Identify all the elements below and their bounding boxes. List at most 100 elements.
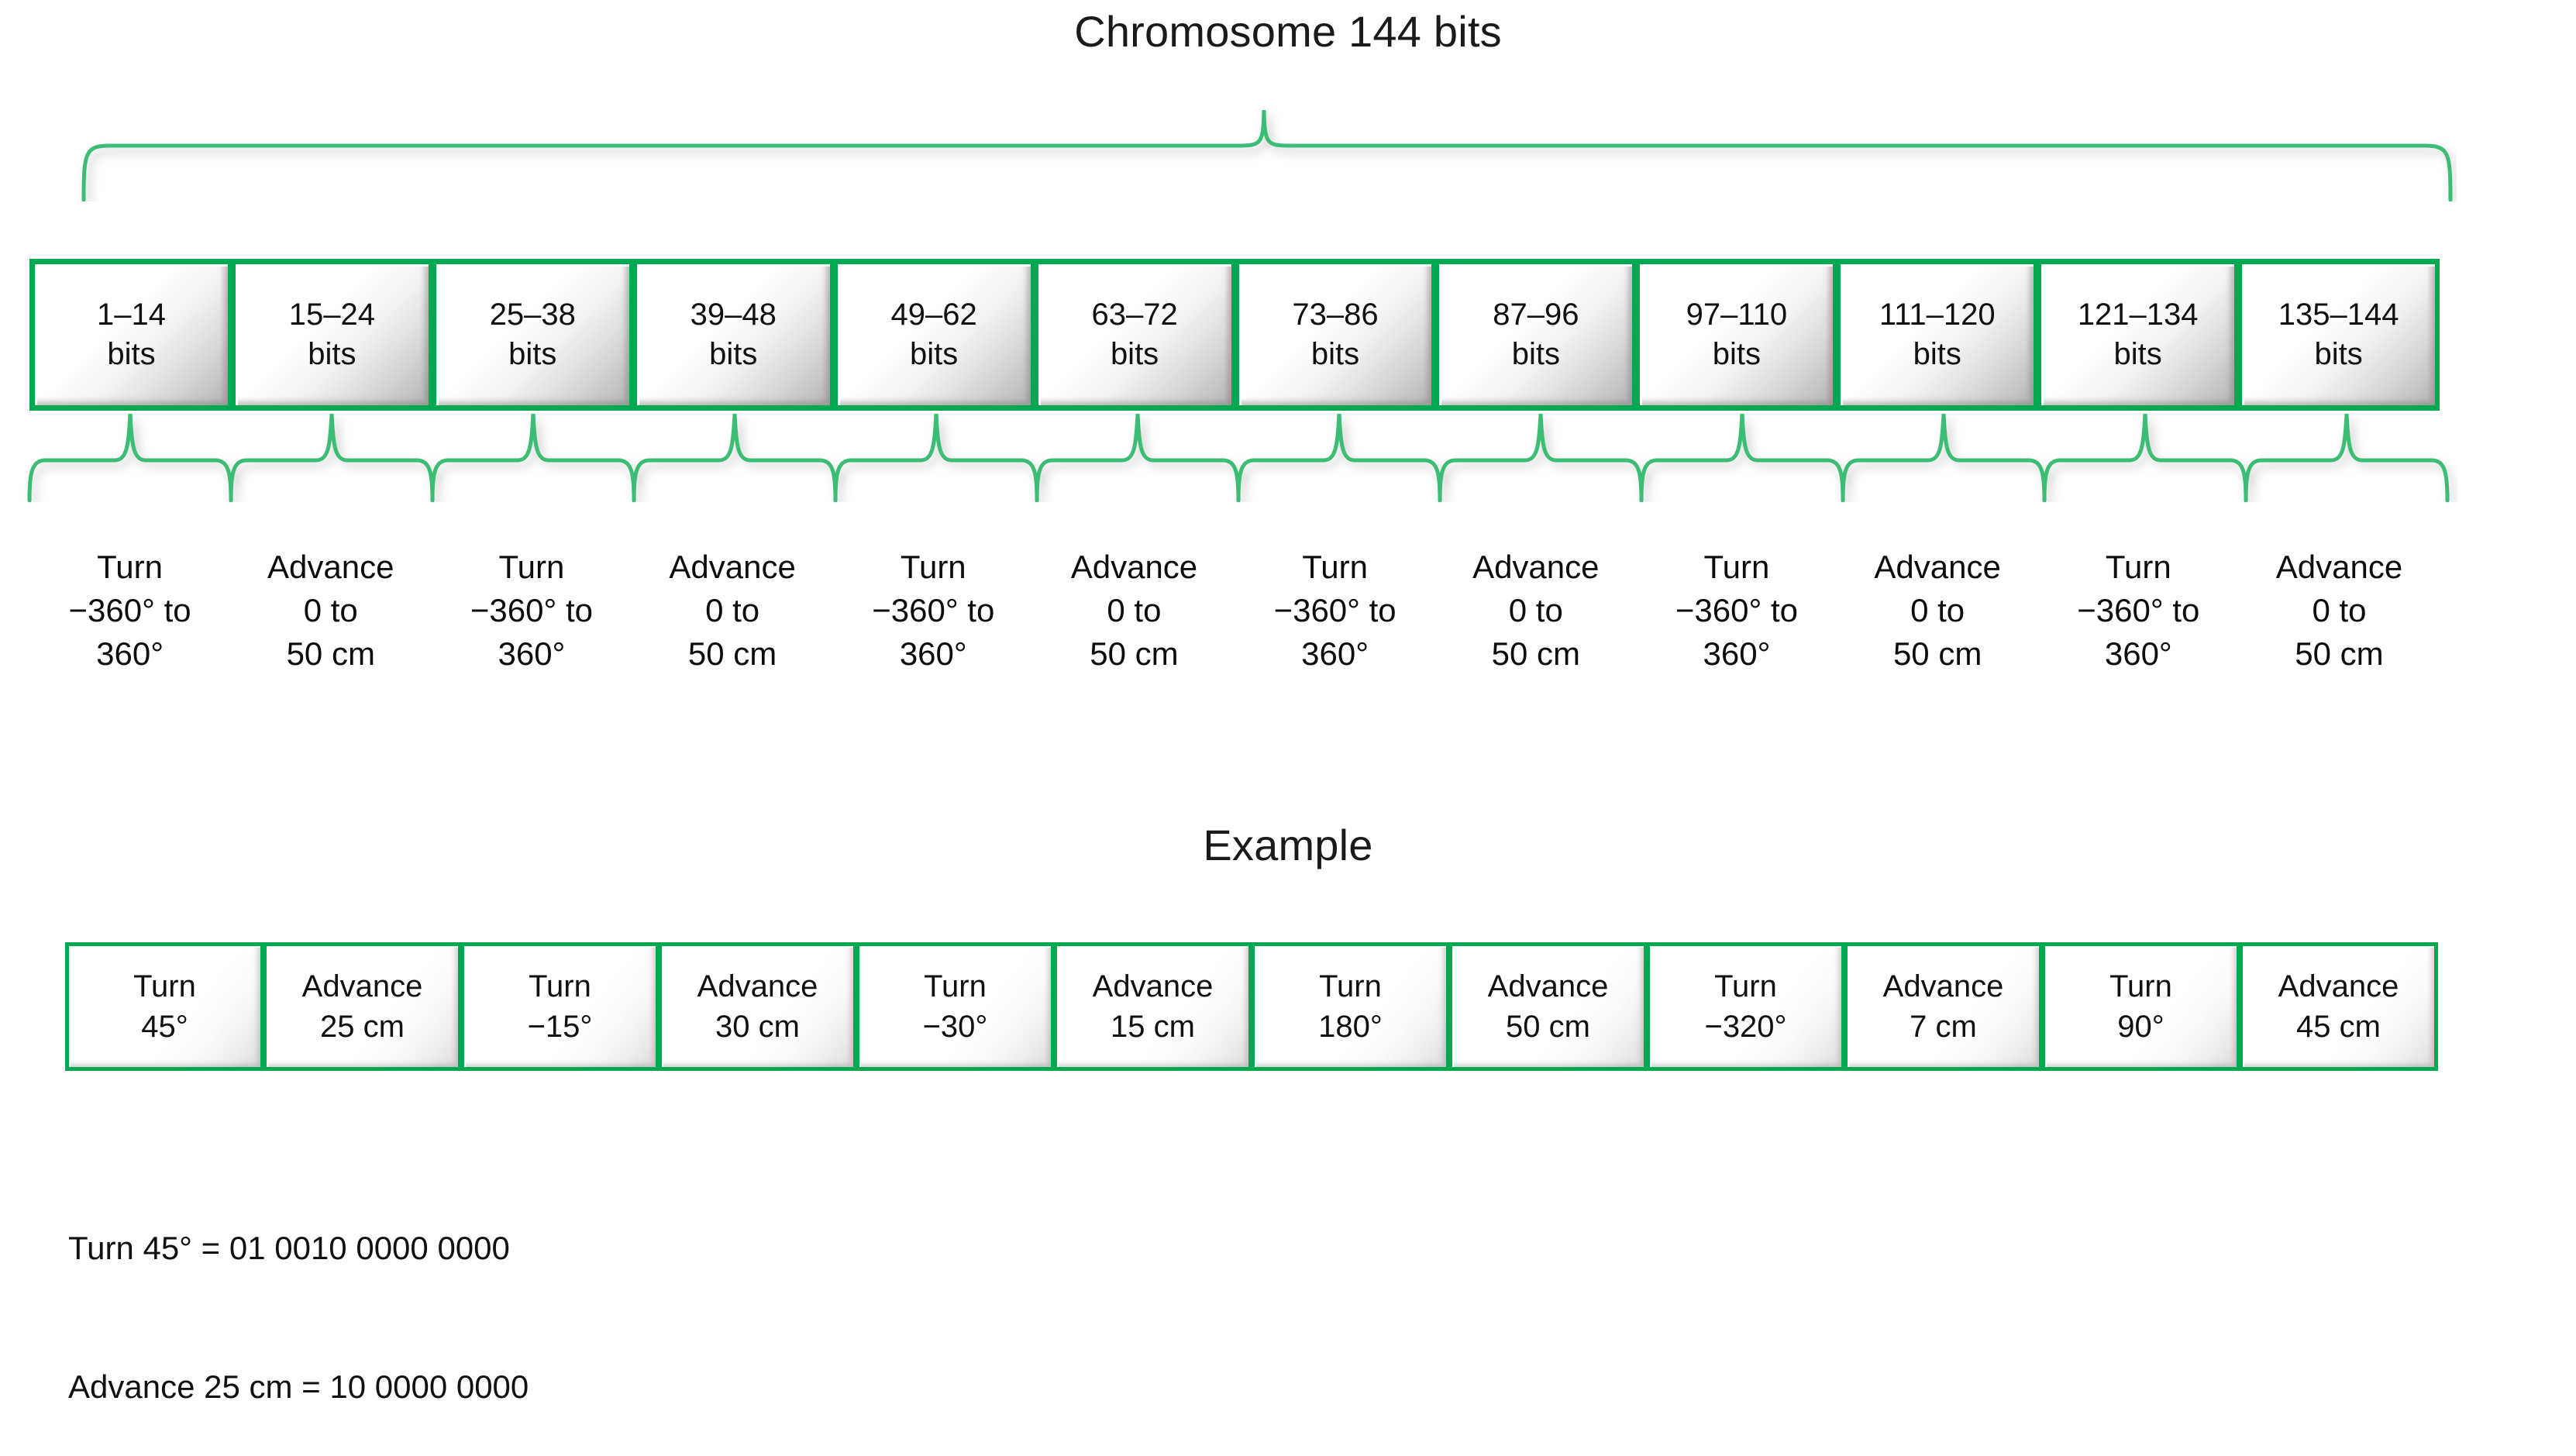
example-box[interactable]: Turn 45° xyxy=(65,942,264,1071)
example-action: Turn xyxy=(1319,969,1382,1003)
desc-line-3: 360° xyxy=(498,635,566,672)
top-grouping-brace xyxy=(81,109,2453,201)
example-box[interactable]: Advance 15 cm xyxy=(1053,942,1252,1071)
bit-box[interactable]: 15–24 bits xyxy=(229,259,433,411)
desc-line-1: Advance xyxy=(669,549,796,585)
desc-line-3: 360° xyxy=(96,635,164,672)
desc-line-3: 50 cm xyxy=(286,635,375,672)
example-action: Advance xyxy=(1882,969,2004,1003)
bit-box[interactable]: 49–62 bits xyxy=(832,259,1035,411)
field-description: Turn −360° to 360° xyxy=(2038,546,2239,685)
bit-box[interactable]: 1–14 bits xyxy=(29,259,232,411)
desc-line-1: Turn xyxy=(2105,549,2171,585)
bit-box[interactable]: 87–96 bits xyxy=(1434,259,1638,411)
field-description: Advance 0 to 50 cm xyxy=(1034,546,1235,685)
example-value: 15 cm xyxy=(1111,1010,1195,1044)
example-box[interactable]: Turn −30° xyxy=(856,942,1055,1071)
example-action: Turn xyxy=(2109,969,2172,1003)
bit-box[interactable]: 25–38 bits xyxy=(430,259,634,411)
bit-box-range: 73–86 xyxy=(1292,297,1379,332)
encoding-note-line-2: Advance 25 cm = 10 0000 0000 xyxy=(68,1368,529,1406)
example-value: 90° xyxy=(2117,1010,2164,1044)
example-box[interactable]: Turn 180° xyxy=(1251,942,1450,1071)
bit-box[interactable]: 135–144 bits xyxy=(2237,259,2440,411)
example-action: Turn xyxy=(1714,969,1777,1003)
desc-line-3: 50 cm xyxy=(687,635,777,672)
chromosome-bit-box-row: 1–14 bits 15–24 bits 25–38 bits 39–48 bi… xyxy=(29,259,2440,411)
desc-line-2: 0 to xyxy=(1107,591,1162,628)
desc-line-2: 0 to xyxy=(303,591,358,628)
bit-box-range: 49–62 xyxy=(890,297,977,332)
bit-box-unit: bits xyxy=(1511,337,1561,371)
example-box[interactable]: Advance 25 cm xyxy=(263,942,462,1071)
bit-box-unit: bits xyxy=(1913,337,1961,371)
desc-line-2: −360° to xyxy=(872,591,995,628)
bit-box-unit: bits xyxy=(308,337,356,371)
example-box-row: Turn 45° Advance 25 cm Turn −15° Advance… xyxy=(65,942,2438,1071)
example-box[interactable]: Turn −15° xyxy=(460,942,659,1071)
example-value: 30 cm xyxy=(715,1010,800,1044)
desc-line-1: Advance xyxy=(267,549,394,585)
bit-box[interactable]: 63–72 bits xyxy=(1032,259,1236,411)
field-description: Turn −360° to 360° xyxy=(431,546,632,685)
desc-line-1: Turn xyxy=(1703,549,1770,585)
field-description: Advance 0 to 50 cm xyxy=(1837,546,2038,685)
example-action: Advance xyxy=(2278,969,2399,1003)
example-box[interactable]: Advance 45 cm xyxy=(2239,942,2438,1071)
bit-box-range: 111–120 xyxy=(1879,297,1996,332)
example-value: 50 cm xyxy=(1506,1010,1590,1044)
example-action: Advance xyxy=(1487,969,1609,1003)
desc-line-2: −360° to xyxy=(68,591,191,628)
example-value: 45° xyxy=(141,1010,188,1044)
desc-line-2: −360° to xyxy=(2077,591,2200,628)
encoding-note-line-1: Turn 45° = 01 0010 0000 0000 xyxy=(68,1230,510,1267)
example-value: −320° xyxy=(1704,1010,1787,1044)
example-action: Advance xyxy=(697,969,818,1003)
example-action: Turn xyxy=(133,969,196,1003)
desc-line-1: Turn xyxy=(900,549,966,585)
field-brace xyxy=(430,413,636,502)
desc-line-3: 50 cm xyxy=(2295,635,2384,672)
bit-box[interactable]: 39–48 bits xyxy=(631,259,835,411)
desc-line-1: Advance xyxy=(1070,549,1198,585)
bit-box-range: 1–14 xyxy=(96,297,166,332)
bit-box-range: 121–134 xyxy=(2077,297,2199,332)
bit-box-unit: bits xyxy=(910,337,959,371)
field-brace xyxy=(2244,413,2450,502)
bit-box-range: 15–24 xyxy=(288,297,375,332)
example-action: Turn xyxy=(924,969,987,1003)
bit-box-unit: bits xyxy=(2113,337,2162,371)
bit-box[interactable]: 73–86 bits xyxy=(1233,259,1437,411)
field-brace xyxy=(1841,413,2047,502)
example-box[interactable]: Advance 7 cm xyxy=(1844,942,2043,1071)
example-box[interactable]: Advance 30 cm xyxy=(658,942,857,1071)
desc-line-3: 360° xyxy=(1301,635,1369,672)
example-box[interactable]: Turn −320° xyxy=(1646,942,1845,1071)
example-value: 180° xyxy=(1318,1010,1383,1044)
field-brace xyxy=(2042,413,2248,502)
field-description: Turn −360° to 360° xyxy=(1235,546,1435,685)
desc-line-3: 360° xyxy=(899,635,967,672)
desc-line-1: Turn xyxy=(1302,549,1369,585)
bit-box[interactable]: 111–120 bits xyxy=(1835,259,2039,411)
page-title-chromosome: Chromosome 144 bits xyxy=(1074,7,1502,56)
field-brace xyxy=(1438,413,1644,502)
example-box[interactable]: Advance 50 cm xyxy=(1448,942,1648,1071)
bit-box-unit: bits xyxy=(1310,337,1360,371)
encoding-note: Turn 45° = 01 0010 0000 0000 Advance 25 … xyxy=(68,1133,529,1456)
example-box[interactable]: Turn 90° xyxy=(2041,942,2240,1071)
desc-line-2: 0 to xyxy=(705,591,760,628)
desc-line-1: Advance xyxy=(1874,549,2001,585)
desc-line-1: Turn xyxy=(97,549,163,585)
example-value: 7 cm xyxy=(1910,1010,1977,1044)
desc-line-3: 50 cm xyxy=(1491,635,1580,672)
bit-box[interactable]: 121–134 bits xyxy=(2036,259,2240,411)
example-value: 25 cm xyxy=(320,1010,405,1044)
bit-box-unit: bits xyxy=(709,337,758,371)
bit-box-unit: bits xyxy=(107,337,156,371)
desc-line-1: Advance xyxy=(1472,549,1600,585)
desc-line-2: 0 to xyxy=(2312,591,2367,628)
per-field-brace-group xyxy=(27,413,2450,502)
example-value: −15° xyxy=(527,1010,593,1044)
bit-box[interactable]: 97–110 bits xyxy=(1634,259,1838,411)
